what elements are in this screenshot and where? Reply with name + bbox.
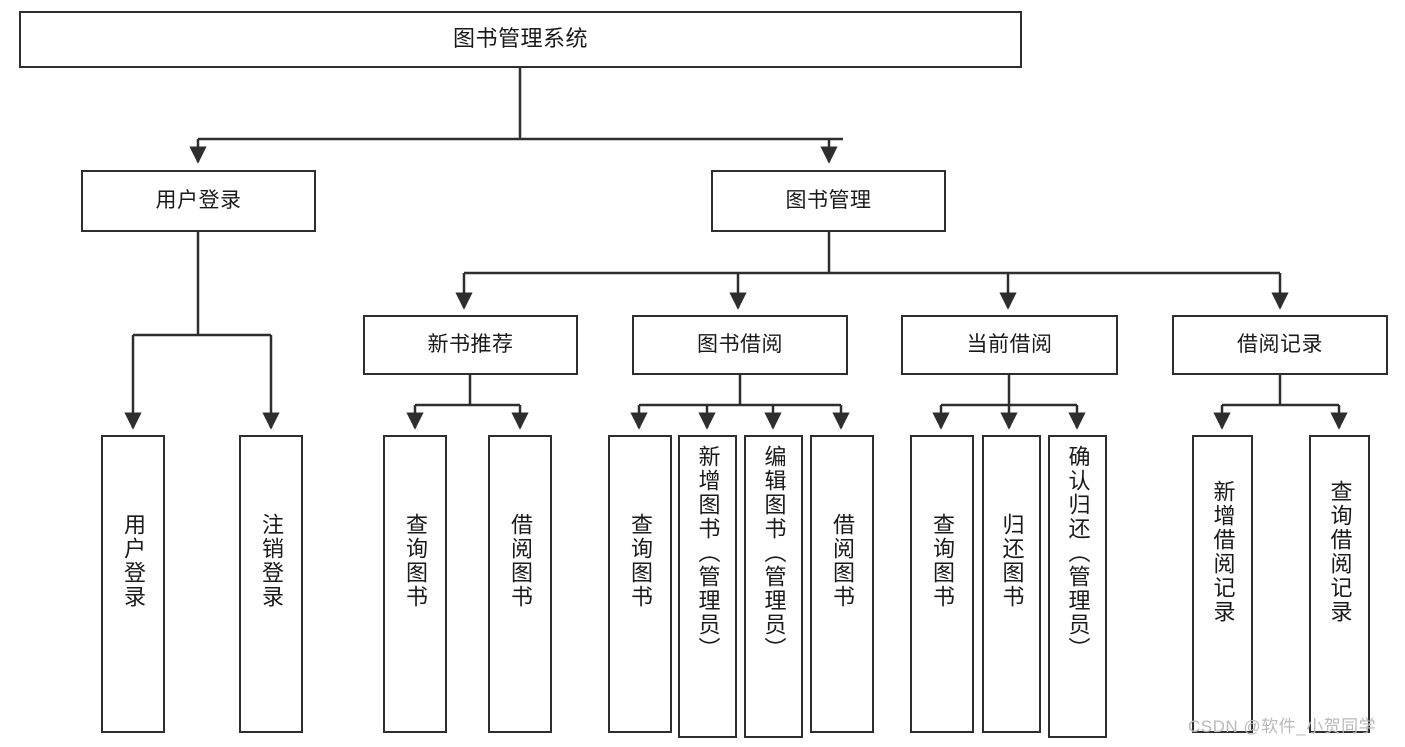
node-label: 新增图书（管理员） (695, 445, 721, 661)
leaf-query-book-1[interactable]: 查询图书 (383, 435, 447, 733)
node-label: 用户登录 (120, 513, 146, 609)
leaf-borrow-book-1[interactable]: 借阅图书 (488, 435, 552, 733)
leaf-add-book[interactable]: 新增图书（管理员） (678, 435, 737, 738)
node-label: 图书借阅 (697, 333, 783, 357)
leaf-add-record[interactable]: 新增借阅记录 (1192, 435, 1253, 733)
leaf-edit-book[interactable]: 编辑图书（管理员） (744, 435, 803, 738)
node-book-management[interactable]: 图书管理 (711, 170, 946, 232)
node-label: 图书管理 (785, 189, 872, 213)
node-label: 注销登录 (258, 513, 284, 609)
node-label: 查询图书 (929, 513, 955, 609)
leaf-return-book[interactable]: 归还图书 (982, 435, 1041, 733)
node-user-login[interactable]: 用户登录 (81, 170, 316, 232)
node-label: 借阅图书 (829, 513, 855, 609)
node-label: 编辑图书（管理员） (761, 445, 787, 661)
node-current-borrow[interactable]: 当前借阅 (901, 315, 1118, 375)
node-label: 确认归还（管理员） (1065, 445, 1091, 661)
leaf-query-record[interactable]: 查询借阅记录 (1309, 435, 1370, 733)
node-label: 用户登录 (155, 189, 242, 213)
node-label: 借阅图书 (507, 513, 533, 609)
leaf-confirm-return[interactable]: 确认归还（管理员） (1048, 435, 1107, 738)
leaf-query-book-2[interactable]: 查询图书 (608, 435, 672, 733)
node-new-book-recommend[interactable]: 新书推荐 (363, 315, 578, 375)
node-label: 查询图书 (627, 513, 653, 609)
node-label: 新书推荐 (427, 333, 514, 357)
node-label: 图书管理系统 (452, 26, 588, 52)
node-borrow-record[interactable]: 借阅记录 (1172, 315, 1388, 375)
leaf-query-book-3[interactable]: 查询图书 (910, 435, 974, 733)
node-label: 当前借阅 (966, 333, 1053, 357)
leaf-borrow-book-2[interactable]: 借阅图书 (810, 435, 874, 733)
node-label: 新增借阅记录 (1210, 480, 1236, 624)
csdn-watermark: CSDN @软件_小贺同学 (1188, 717, 1377, 736)
leaf-user-login[interactable]: 用户登录 (101, 435, 165, 733)
node-label: 借阅记录 (1237, 333, 1323, 357)
node-book-borrow[interactable]: 图书借阅 (632, 315, 848, 375)
leaf-logout-login[interactable]: 注销登录 (239, 435, 303, 733)
node-label: 查询图书 (402, 513, 428, 609)
node-label: 归还图书 (999, 513, 1025, 609)
node-root-system[interactable]: 图书管理系统 (19, 11, 1022, 68)
node-label: 查询借阅记录 (1327, 480, 1353, 624)
